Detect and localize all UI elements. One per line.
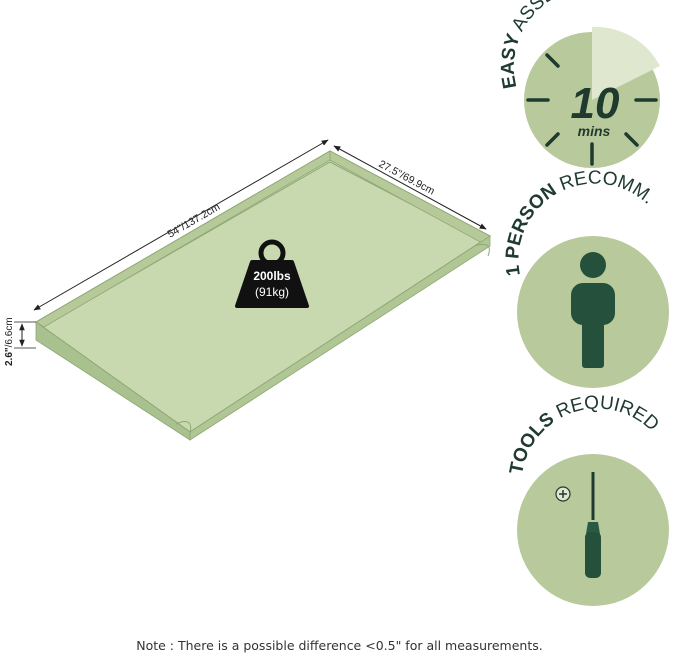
- weight-kg: (91kg): [255, 285, 289, 299]
- phillips-head-icon: [555, 486, 571, 502]
- assembly-unit: mins: [578, 123, 611, 139]
- measurement-note: Note : There is a possible difference <0…: [136, 638, 543, 653]
- weight-lbs: 200lbs: [253, 269, 291, 283]
- timer-icon: [526, 53, 658, 166]
- screwdriver-icon: [585, 472, 601, 578]
- height-label: 2.6"/6.6cm: [4, 317, 15, 366]
- assembly-minutes: 10: [571, 79, 620, 128]
- kettlebell-weight-icon: 200lbs (91kg): [235, 239, 309, 308]
- tools-required-badge: TOOLS REQUIRED: [506, 392, 669, 606]
- one-person-badge: 1 PERSON RECOMM.: [502, 168, 669, 388]
- easy-assembly-badge: 10 mins EASY ASSEMBLY: [498, 0, 660, 168]
- person-icon: [571, 252, 615, 368]
- height-dimension: 2.6"/6.6cm: [4, 317, 36, 366]
